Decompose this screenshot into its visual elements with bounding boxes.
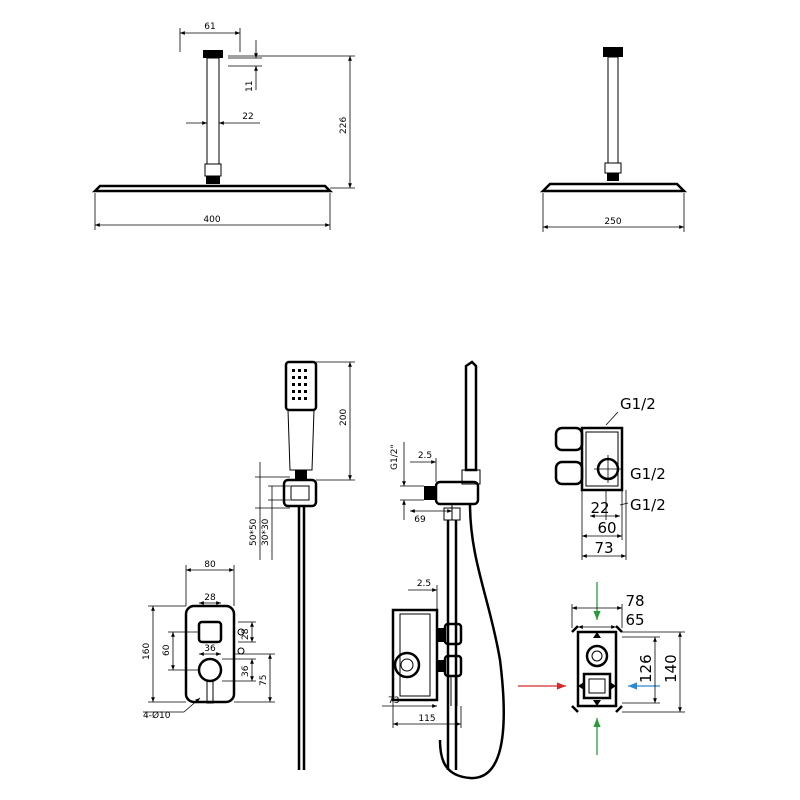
square-outlet xyxy=(582,672,612,700)
control-knob xyxy=(197,657,223,683)
dim-73-body: 73 xyxy=(594,539,613,557)
dim-50x50: 50*50 xyxy=(249,518,259,546)
inlet-port xyxy=(585,644,609,668)
dim-22: 22 xyxy=(242,112,253,122)
body-box xyxy=(580,426,624,492)
dim-140: 140 xyxy=(662,654,680,683)
shower-hose xyxy=(297,506,306,770)
g12-inch-label: G1/2" xyxy=(390,444,400,470)
dim-2-5-a: 2.5 xyxy=(418,451,432,461)
dim-36-b: 36 xyxy=(241,665,251,677)
hand-shower-head xyxy=(284,360,318,412)
hand-shower-handle xyxy=(287,409,315,471)
diverter-knob-side xyxy=(443,622,463,646)
shower-arm-side xyxy=(607,56,619,164)
valve-body xyxy=(391,608,439,702)
dim-200: 200 xyxy=(339,409,349,426)
upper-cartridge xyxy=(554,426,584,452)
dim-28-b: 28 xyxy=(241,628,251,640)
dim-400: 400 xyxy=(203,215,220,225)
g12-label-bot: G1/2 xyxy=(630,496,666,514)
dim-36-a: 36 xyxy=(204,644,216,654)
dim-60-body: 60 xyxy=(597,519,616,537)
dim-73: 73 xyxy=(388,696,399,706)
dim-30x30: 30*30 xyxy=(261,518,271,546)
wall-outlet-holder xyxy=(434,480,480,506)
dim-11: 11 xyxy=(245,81,255,92)
hand-shower-view: 200 50*50 30*30 xyxy=(249,360,355,770)
g12-label-mid: G1/2 xyxy=(630,465,666,483)
dim-65: 65 xyxy=(625,611,644,629)
dim-126: 126 xyxy=(637,654,655,683)
shower-head xyxy=(91,184,334,193)
diverter-knob xyxy=(197,620,223,644)
dim-250: 250 xyxy=(604,217,621,227)
shower-head-side xyxy=(539,182,688,193)
valve-port xyxy=(393,651,421,679)
dim-28-a: 28 xyxy=(204,593,216,603)
dim-22-body: 22 xyxy=(590,499,609,517)
screw-hole xyxy=(237,647,245,655)
rain-shower-side-view: 250 xyxy=(539,47,688,232)
dim-78: 78 xyxy=(625,592,644,610)
dim-2-5-b: 2.5 xyxy=(417,579,431,589)
valve-body-front-view: 78 65 126 140 xyxy=(518,582,685,755)
g12-label-top: G1/2 xyxy=(620,395,656,413)
ceiling-flange xyxy=(203,50,223,58)
hose-loop xyxy=(438,503,505,780)
valve-plate-front-view: 80 28 160 60 36 28 36 75 4-Ø10 xyxy=(142,560,275,721)
dim-69: 69 xyxy=(414,515,426,525)
hand-shower-side xyxy=(464,360,478,472)
dim-226: 226 xyxy=(339,117,349,134)
dim-80: 80 xyxy=(204,560,216,570)
holes-label: 4-Ø10 xyxy=(143,710,171,721)
dim-115: 115 xyxy=(418,714,435,724)
dim-61: 61 xyxy=(204,22,215,32)
shower-arm xyxy=(206,57,220,165)
rain-shower-front-view: 61 11 22 226 400 xyxy=(91,22,355,230)
shower-holder xyxy=(282,478,318,508)
side-assembly-view: G1/2" 2.5 69 2.5 73 115 xyxy=(382,360,505,780)
valve-body-side-view: G1/2 G1/2 G1/2 22 60 73 xyxy=(554,395,666,560)
dim-60: 60 xyxy=(162,644,172,656)
screw-hole xyxy=(237,628,245,636)
lower-cartridge xyxy=(554,460,584,486)
dim-160: 160 xyxy=(142,643,152,660)
dim-75: 75 xyxy=(259,675,269,686)
